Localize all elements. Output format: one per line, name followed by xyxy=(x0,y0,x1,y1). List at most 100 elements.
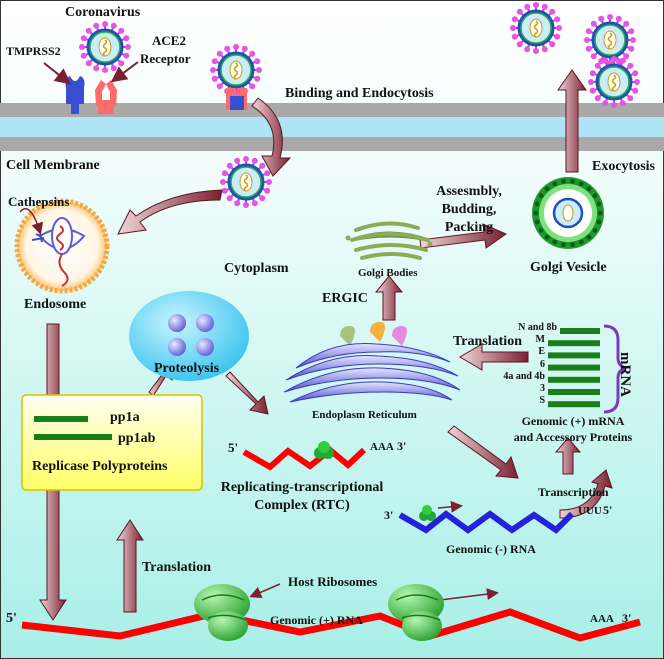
label-rtc-5prime: 5' xyxy=(228,440,239,455)
vesicle-spike xyxy=(534,219,540,225)
vesicle-spike xyxy=(552,181,558,187)
mrna-bar xyxy=(548,376,600,383)
label-neg-5prime: 5' xyxy=(603,503,613,517)
label-rtc-3prime: 3' xyxy=(397,439,407,453)
label-translation-bottom: Translation xyxy=(142,560,211,575)
mrna-bar xyxy=(548,401,600,408)
label-golgi-bodies: Golgi Bodies xyxy=(358,267,418,279)
vesicle-spike xyxy=(533,210,539,216)
virus-exo-2 xyxy=(584,14,636,66)
ergic-vesicles xyxy=(340,322,407,346)
mrna-bar-label: 4a and 4b xyxy=(503,370,545,382)
label-bottom-3prime: 3' xyxy=(622,611,632,625)
mrna-bar-label: S xyxy=(539,395,545,407)
ribosome-2 xyxy=(388,584,444,641)
ace2-receptor xyxy=(95,80,117,114)
label-rtc-aaa: AAA xyxy=(370,441,394,453)
vesicle-spike xyxy=(538,227,544,233)
proteolysis-cluster xyxy=(129,291,249,381)
mrna-bar xyxy=(548,340,600,347)
label-pp1a: pp1a xyxy=(110,410,140,425)
vesicle-spike xyxy=(534,201,540,207)
bound-receptor xyxy=(226,88,247,110)
label-genomic-positive-rna: Genomic (+) RNA xyxy=(270,613,363,627)
golgi-bodies xyxy=(345,221,433,260)
label-mrna: mRNA xyxy=(617,352,633,397)
label-accessory-proteins: and Accessory Proteins xyxy=(513,430,633,444)
mrna-bars xyxy=(548,328,600,408)
label-golgi-vesicle: Golgi Vesicle xyxy=(530,260,607,275)
label-neg-uuu: UUU xyxy=(578,505,602,517)
vesicle-spike xyxy=(538,193,544,199)
mrna-bar xyxy=(548,364,600,371)
label-cytoplasm: Cytoplasm xyxy=(224,261,289,276)
label-budding: Budding, xyxy=(441,202,497,217)
vesicle-spike xyxy=(561,242,566,248)
mrna-bar-label: E xyxy=(538,346,545,358)
vesicle-spike xyxy=(597,210,603,216)
mrna-bar-label: 3 xyxy=(540,383,545,394)
replicase-box xyxy=(21,394,203,491)
vesicle-spike xyxy=(552,239,558,245)
vesicle-spike xyxy=(570,178,575,184)
label-tmprss2: TMPRSS2 xyxy=(6,44,61,58)
golgi-vesicle xyxy=(532,177,604,249)
virus-cytoplasm xyxy=(220,156,272,208)
label-pp1ab: pp1ab xyxy=(118,431,156,446)
label-rtc: Replicating-transcriptional xyxy=(220,480,384,495)
label-translation-er: Translation xyxy=(453,334,522,349)
mrna-bar xyxy=(548,389,600,395)
label-bottom-aaa: AAA xyxy=(590,613,614,625)
mrna-bar xyxy=(560,328,600,334)
virus-binding xyxy=(210,44,262,96)
vesicle-spike xyxy=(592,227,598,233)
label-ergic: ERGIC xyxy=(322,291,368,306)
label-neg-3prime: 3' xyxy=(384,508,394,522)
label-cathepsins: Cathepsins xyxy=(8,194,70,209)
label-transcription: Transcription xyxy=(538,485,609,499)
vesicle-spike xyxy=(570,242,575,248)
label-genomic-negative-rna: Genomic (-) RNA xyxy=(446,542,536,556)
label-receptor: Receptor xyxy=(140,51,191,66)
label-genomic-mrna: Genomic (+) mRNA xyxy=(521,414,625,428)
vesicle-spike xyxy=(578,239,584,245)
label-proteolysis: Proteolysis xyxy=(154,361,220,376)
virus-exo-3 xyxy=(588,56,640,108)
label-cell-membrane: Cell Membrane xyxy=(6,158,100,173)
label-ace2: ACE2 xyxy=(152,33,186,48)
mrna-bar xyxy=(548,352,600,359)
virus-top xyxy=(79,21,131,73)
label-endosome: Endosome xyxy=(24,297,87,312)
endoplasmic-reticulum xyxy=(283,343,461,403)
vesicle-spike xyxy=(561,178,566,184)
vesicle-spike xyxy=(544,186,550,192)
vesicle-spike xyxy=(592,193,598,199)
virus-exo-1 xyxy=(510,2,562,54)
vesicle-spike xyxy=(596,219,602,225)
vesicle-spike xyxy=(586,234,592,240)
label-packing: Packing xyxy=(444,220,494,235)
mrna-bar-label: N and 8b xyxy=(518,322,557,333)
label-replicase: Replicase Polyproteins xyxy=(32,459,168,474)
label-exocytosis: Exocytosis xyxy=(592,159,655,174)
cell-membrane xyxy=(0,103,664,151)
rtc-rna-strand xyxy=(242,446,367,471)
label-er: Endoplasm Reticulum xyxy=(312,409,417,421)
genomic-positive-rna xyxy=(21,608,641,642)
label-bottom-5prime: 5' xyxy=(6,611,17,626)
endosome xyxy=(14,198,110,294)
rtc-on-negative-rna xyxy=(419,505,436,521)
label-coronavirus: Coronavirus xyxy=(65,5,141,20)
vesicle-spike xyxy=(544,234,550,240)
vesicle-spike xyxy=(578,181,584,187)
label-assembly: Assesmbly, xyxy=(436,184,502,199)
negative-rna-strand xyxy=(398,510,575,534)
vesicle-virus xyxy=(552,197,584,229)
mrna-bar-label: 6 xyxy=(540,358,545,370)
vesicle-spike xyxy=(596,201,602,207)
label-host-ribosomes: Host Ribosomes xyxy=(288,574,378,589)
rtc-complex xyxy=(314,441,334,459)
mrna-brace xyxy=(603,324,627,414)
